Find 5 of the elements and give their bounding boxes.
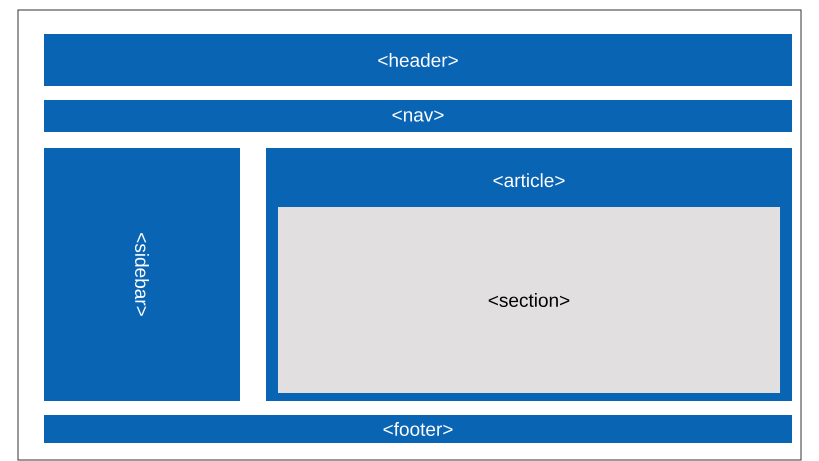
layout-bar: <header> [44, 34, 792, 86]
layout-bar: <nav> [44, 100, 792, 132]
layout-bar: <footer> [44, 415, 792, 443]
sidebar-box: <sidebar> [44, 148, 240, 401]
section-box: <section> [278, 207, 780, 393]
